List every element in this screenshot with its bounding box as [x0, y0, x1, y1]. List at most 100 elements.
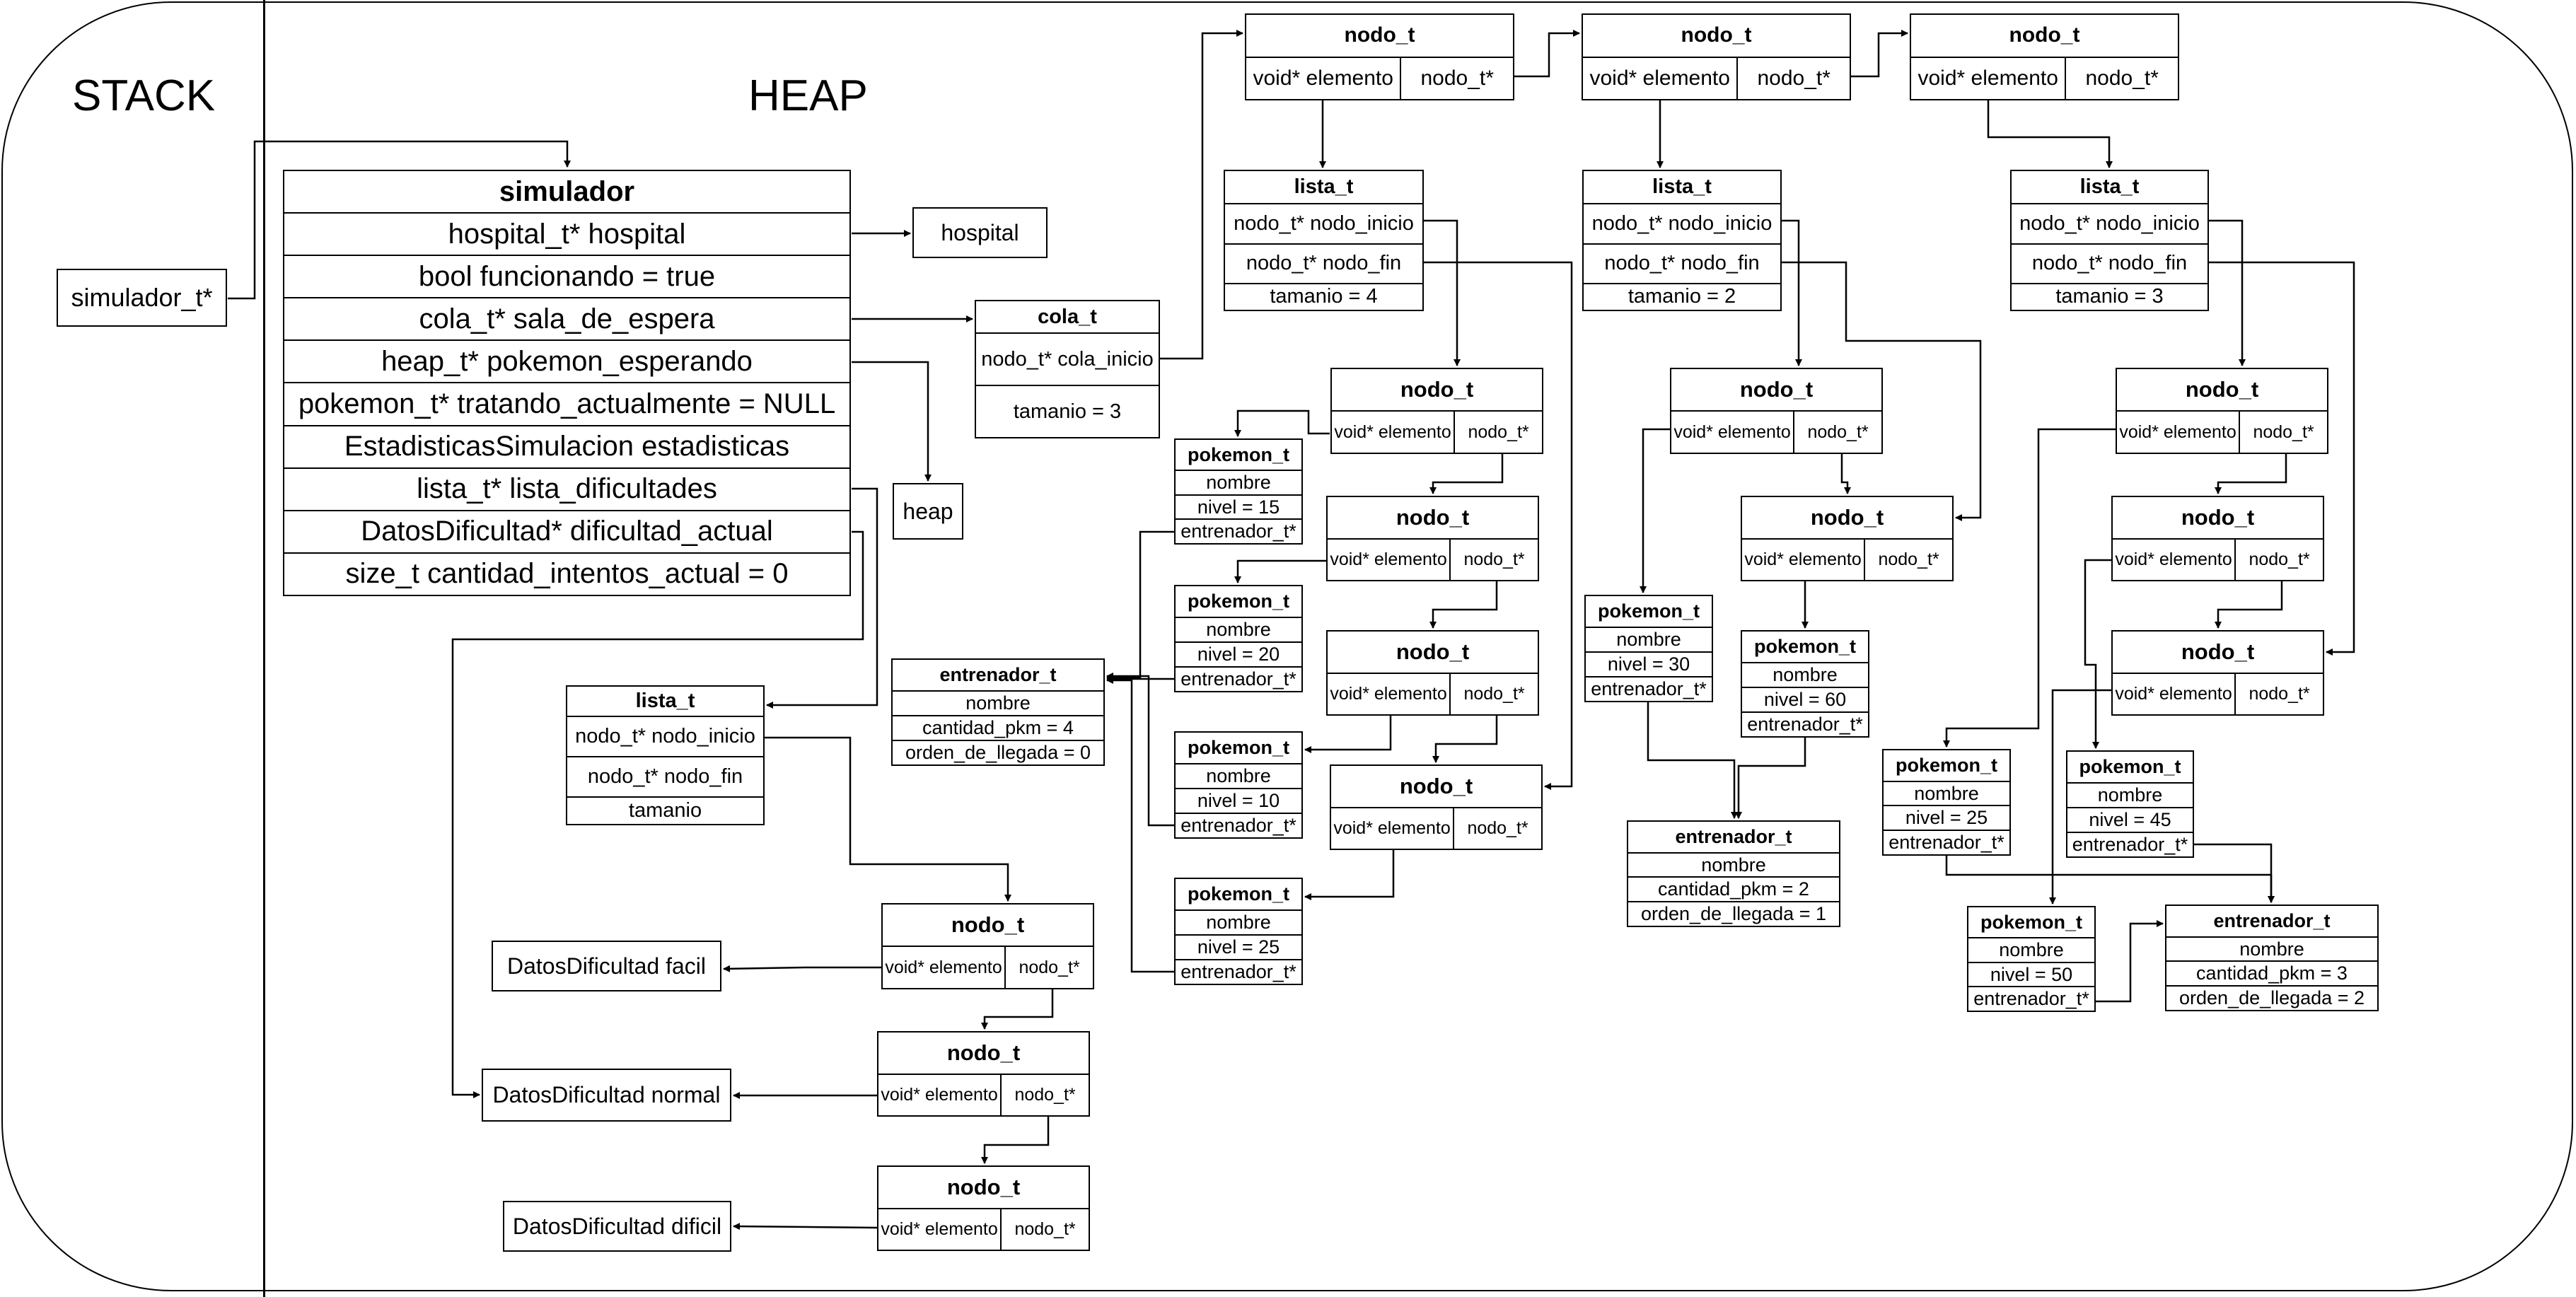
- nodo-siguiente: nodo_t*: [1000, 1074, 1089, 1115]
- arrow-pkm8-entrenador: [2194, 843, 2275, 903]
- nodo-title: nodo_t: [2181, 639, 2255, 664]
- nodo-elemento: void* elemento: [885, 957, 1002, 977]
- pokemon-entrenador: entrenador_t*: [1176, 812, 1301, 837]
- pokemon-title: pokemon_t: [1187, 443, 1290, 465]
- entrenador-cantidad: cantidad_pkm = 2: [1628, 876, 1839, 901]
- entrenador-cantidad: cantidad_pkm = 4: [893, 714, 1103, 740]
- arrow-stack-simulador: [228, 140, 571, 300]
- pokemon-nombre: nombre: [1968, 937, 2094, 962]
- heap-title: HEAP: [748, 71, 868, 120]
- lista-title: lista_t: [1294, 175, 1354, 199]
- pokemon-nombre: nombre: [1742, 661, 1868, 687]
- arrow-lista2-fin: [1781, 261, 1982, 521]
- field-sala-de-espera: cola_t* sala_de_espera: [284, 297, 849, 339]
- pokemon-entrenador: entrenador_t*: [1742, 711, 1868, 736]
- nodo-siguiente: nodo_t*: [1736, 57, 1850, 99]
- arrow-l1n4-elem: [1304, 850, 1395, 900]
- nodo-siguiente: nodo_t*: [1864, 539, 1952, 580]
- nodo-siguiente: nodo_t*: [1449, 539, 1538, 580]
- nodo-siguiente: nodo_t*: [1000, 1209, 1089, 1250]
- arrow-l1n1-elem: [1234, 409, 1330, 437]
- cola-struct: cola_t nodo_t* cola_inicio tamanio = 3: [975, 300, 1160, 438]
- pokemon-3: pokemon_t nombre nivel = 10 entrenador_t…: [1174, 731, 1303, 839]
- nodo-title: nodo_t: [2009, 23, 2080, 47]
- nodo-elemento: void* elemento: [881, 1219, 998, 1239]
- entrenador-3: entrenador_t nombre cantidad_pkm = 3 ord…: [2165, 905, 2379, 1011]
- stack-title: STACK: [72, 71, 216, 120]
- pokemon-entrenador: entrenador_t*: [1176, 518, 1301, 543]
- nodo-siguiente: nodo_t*: [1454, 412, 1542, 453]
- pokemon-title: pokemon_t: [1980, 911, 2083, 933]
- arrow-lista3-inicio: [2209, 219, 2246, 366]
- lista-nodo-inicio: nodo_t* nodo_inicio: [1225, 203, 1422, 243]
- nodo-title: nodo_t: [1344, 23, 1415, 47]
- entrenador-nombre: nombre: [1628, 851, 1839, 877]
- nodo-title: nodo_t: [946, 1174, 1021, 1199]
- arrow-dnodo1-elem: [723, 965, 881, 972]
- pokemon-title: pokemon_t: [1753, 635, 1857, 657]
- nodo-elemento: void* elemento: [1673, 421, 1791, 442]
- stack-heap-divider: [263, 0, 265, 1297]
- nodo-siguiente: nodo_t*: [1793, 412, 1881, 453]
- pokemon-nombre: nombre: [1176, 762, 1301, 788]
- nodo-elemento: void* elemento: [2119, 421, 2236, 442]
- pokemon-title: pokemon_t: [1187, 736, 1290, 758]
- arrow-cola-nodo-2-3: [1850, 30, 1908, 78]
- arrow-l3n1-elem: [1943, 428, 2116, 748]
- pokemon-4: pokemon_t nombre nivel = 25 entrenador_t…: [1174, 878, 1303, 985]
- pokemon-entrenador: entrenador_t*: [1586, 675, 1712, 701]
- arrow-pkm5-entrenador: [1647, 702, 1738, 819]
- field-lista-dificultades: lista_t* lista_dificultades: [284, 467, 849, 510]
- arrow-l1n2-elem: [1234, 559, 1326, 583]
- lista-1: lista_t nodo_t* nodo_inicio nodo_t* nodo…: [1224, 170, 1424, 311]
- arrow-dnodo3-elem: [733, 1223, 878, 1231]
- pokemon-5: pokemon_t nombre nivel = 30 entrenador_t…: [1584, 595, 1713, 702]
- nodo-title: nodo_t: [2181, 504, 2255, 530]
- arrow-cola-nodo3-lista: [1987, 100, 2113, 168]
- arrow-pkm1-entrenador: [1106, 530, 1174, 681]
- nodo-elemento: void* elemento: [1330, 683, 1447, 704]
- pokemon-6: pokemon_t nombre nivel = 60 entrenador_t…: [1741, 630, 1869, 738]
- entrenador-title: entrenador_t: [939, 663, 1057, 685]
- arrow-l3n3-elem: [2049, 689, 2111, 905]
- pokemon-nivel: nivel = 45: [2067, 806, 2193, 832]
- cola-title: cola_t: [1038, 305, 1097, 328]
- dificultad-normal: DatosDificultad normal: [482, 1069, 731, 1122]
- pokemon-entrenador: entrenador_t*: [2067, 831, 2193, 856]
- arrow-l1n1-next: [1429, 454, 1504, 494]
- pokemon-2: pokemon_t nombre nivel = 20 entrenador_t…: [1174, 585, 1303, 692]
- pokemon-nombre: nombre: [1176, 470, 1301, 494]
- lista-nodo-inicio: nodo_t* nodo_inicio: [1584, 203, 1780, 243]
- nodo-title: nodo_t: [1399, 773, 1473, 798]
- nodo-elemento: void* elemento: [881, 1084, 998, 1105]
- entrenador-1: entrenador_t nombre cantidad_pkm = 4 ord…: [891, 658, 1105, 766]
- nodo-title: nodo_t: [951, 912, 1025, 937]
- arrow-lista2-inicio: [1781, 219, 1802, 366]
- lista-tamanio: tamanio = 3: [2012, 282, 2207, 310]
- lista-title: lista_t: [1652, 175, 1712, 199]
- lista-3: lista_t nodo_t* nodo_inicio nodo_t* nodo…: [2010, 170, 2209, 311]
- nodo-elemento: void* elemento: [2115, 549, 2232, 569]
- pokemon-8: pokemon_t nombre nivel = 45 entrenador_t…: [2066, 750, 2194, 858]
- pokemon-7: pokemon_t nombre nivel = 25 entrenador_t…: [1882, 749, 2011, 856]
- arrow-pkm3-entrenador: [1106, 673, 1174, 827]
- lista-nodo-fin: nodo_t* nodo_fin: [1584, 243, 1780, 283]
- lista-tamanio: tamanio = 4: [1225, 282, 1422, 310]
- arrow-lista3-fin: [2209, 261, 2355, 656]
- simulador-pointer: simulador_t*: [57, 269, 227, 327]
- nodo-title: nodo_t: [1739, 377, 1814, 402]
- nodo-title: nodo_t: [946, 1040, 1021, 1065]
- hospital-box: hospital: [912, 207, 1048, 258]
- pokemon-9: pokemon_t nombre nivel = 50 entrenador_t…: [1967, 906, 2096, 1012]
- field-estadisticas: EstadisticasSimulacion estadisticas: [284, 424, 849, 467]
- pokemon-nivel: nivel = 10: [1176, 787, 1301, 813]
- simulador-title: simulador: [499, 175, 635, 207]
